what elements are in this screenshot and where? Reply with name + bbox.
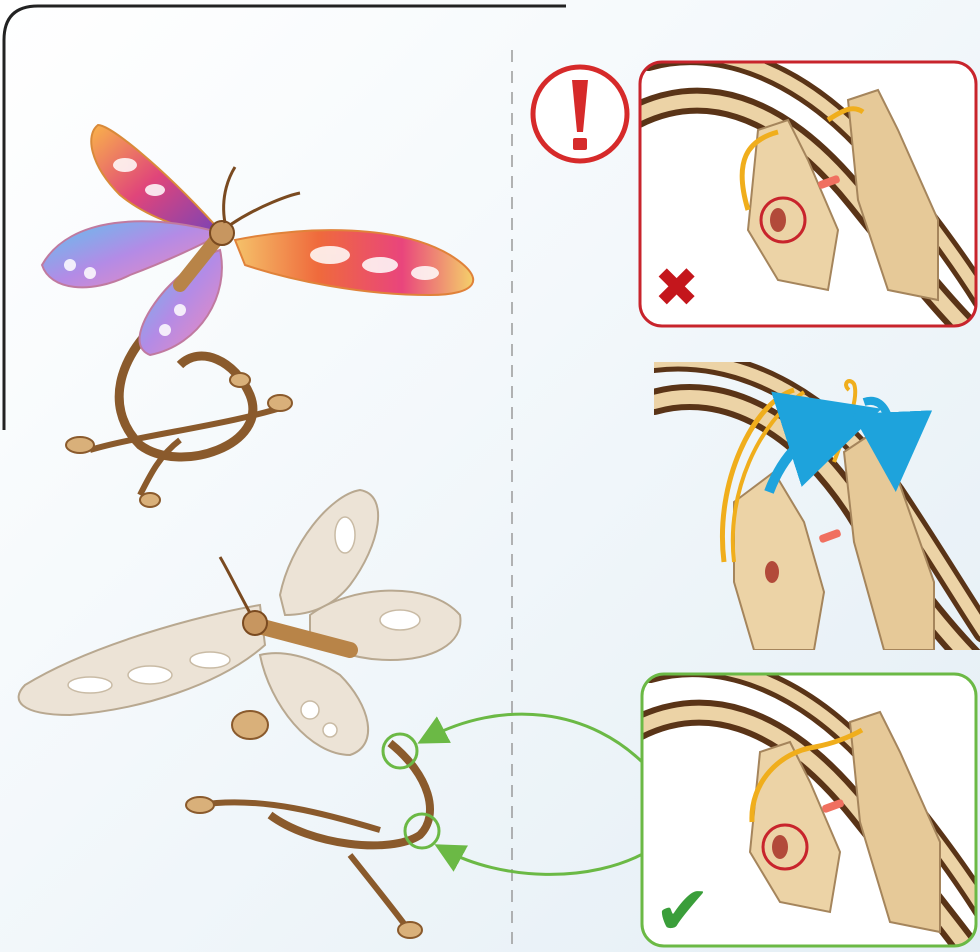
- wrong-x-mark: ✖: [654, 256, 699, 319]
- rubber-band-step-panel: [654, 362, 980, 650]
- warning-exclamation-icon: [528, 62, 632, 166]
- correct-assembly-panel: ✔: [640, 672, 978, 948]
- wrong-assembly-panel: ✖: [638, 60, 978, 328]
- correct-check-mark: ✔: [654, 872, 711, 948]
